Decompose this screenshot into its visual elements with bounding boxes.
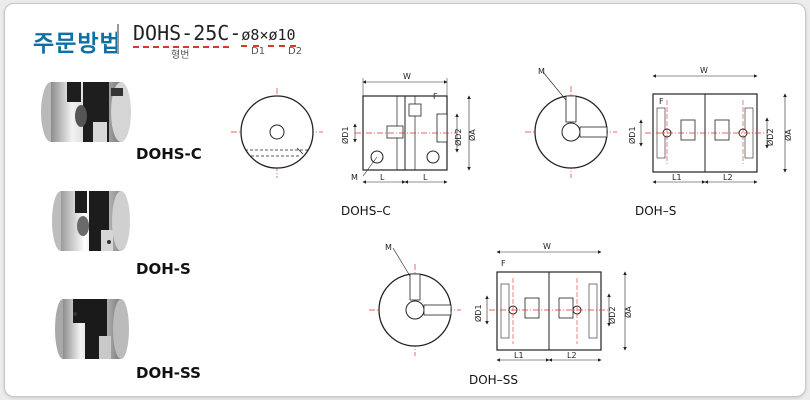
doh-s-end-view: M: [525, 67, 617, 178]
doh-ss-l1-label: L1: [514, 351, 524, 360]
doh-ss-d1-label: ØD1: [473, 304, 483, 322]
order-code: DOHS-25C-ø8×ø10: [133, 21, 296, 48]
product-image-doh-ss: [55, 299, 129, 359]
doh-ss-side-view: W F L1 L2 ØD1 ØD2 ØA: [473, 242, 633, 362]
dim-m-label: M: [351, 173, 358, 182]
dohs-c-dimension-labels: W F L L M ØD1 ØD2 ØA: [340, 72, 477, 182]
doh-s-m-label: M: [538, 67, 545, 76]
doh-s-d2-label: ØD2: [765, 128, 775, 146]
doh-s-f-label: F: [659, 97, 664, 106]
doh-s-w-label: W: [700, 66, 708, 75]
order-code-model-label: 형번: [171, 50, 190, 61]
dohs-c-side-view: [353, 78, 471, 184]
dim-d1-label: ØD1: [340, 126, 350, 144]
doh-ss-d2-label: ØD2: [607, 306, 617, 324]
order-code-d1-label: D1: [251, 46, 266, 57]
product-card: W F L L M ØD1 ØD2 ØA M: [4, 3, 806, 397]
doh-ss-l2-label: L2: [567, 351, 577, 360]
doh-s-l1-label: L1: [672, 173, 682, 182]
caption-doh-ss: DOH–SS: [469, 373, 518, 387]
dim-l-right-label: L: [423, 173, 428, 182]
doh-s-l2-label: L2: [723, 173, 733, 182]
header-divider: [117, 24, 119, 54]
doh-ss-m-label: M: [385, 243, 392, 252]
order-code-d2-label: D2: [288, 46, 303, 57]
order-code-times: ×: [259, 26, 269, 44]
doh-ss-end-view: M: [369, 243, 461, 356]
order-code-separator: -: [229, 21, 242, 45]
doh-ss-w-label: W: [543, 242, 551, 251]
doh-s-a-label: ØA: [783, 129, 793, 141]
doh-s-side-view: W F L1 L2 ØD1 ØD2 ØA: [627, 66, 793, 184]
caption-doh-s: DOH–S: [635, 204, 677, 218]
doh-ss-a-label: ØA: [623, 306, 633, 318]
caption-dohs-c: DOHS–C: [341, 204, 391, 218]
order-code-model: DOHS-25C: [133, 21, 230, 48]
drawing-canvas: W F L L M ØD1 ØD2 ØA M: [41, 66, 793, 362]
product-label-dohs-c: DOHS-C: [136, 145, 202, 163]
order-code-d1: ø8: [241, 26, 260, 47]
dim-d2-label: ØD2: [453, 128, 463, 146]
dim-a-label: ØA: [467, 129, 477, 141]
dim-w-label: W: [403, 72, 411, 81]
product-label-doh-s: DOH-S: [136, 260, 191, 278]
product-label-doh-ss: DOH-SS: [136, 364, 201, 382]
order-code-d2: ø10: [268, 26, 296, 47]
doh-ss-f-label: F: [501, 259, 506, 268]
dim-l-left-label: L: [380, 173, 385, 182]
product-image-doh-s: [52, 191, 130, 251]
doh-s-d1-label: ØD1: [627, 126, 637, 144]
page-title: 주문방법: [33, 31, 122, 57]
dim-f-label: F: [433, 92, 438, 101]
dohs-c-end-view: [231, 88, 323, 178]
product-image-dohs-c: [41, 82, 131, 142]
